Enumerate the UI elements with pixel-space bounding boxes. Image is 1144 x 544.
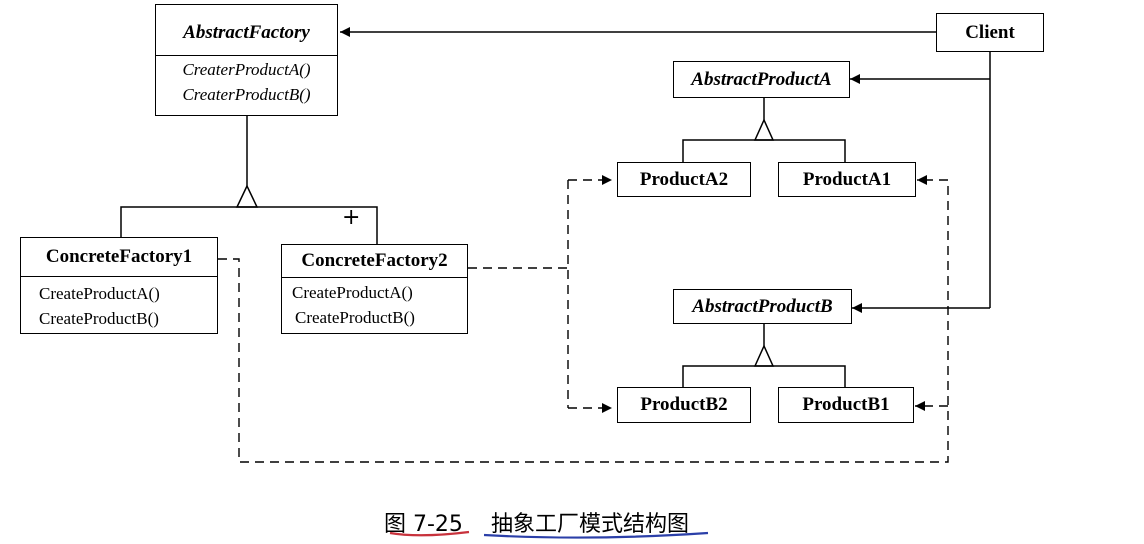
factory-inheritance [120, 116, 378, 244]
product-a2-class: ProductA2 [617, 162, 751, 197]
concrete-factory-2-name: ConcreteFactory2 [301, 250, 448, 271]
concrete-factory-1-method-b: CreateProductB() [39, 309, 159, 328]
figure-caption: 图 7-25 抽象工厂模式结构图 [384, 506, 689, 538]
abstract-factory-name: AbstractFactory [183, 22, 310, 43]
abstract-product-a-name: AbstractProductA [691, 69, 832, 90]
caption-number-highlight [389, 530, 470, 537]
client-class: Client [936, 13, 1044, 52]
figure-title: 抽象工厂模式结构图 [490, 512, 689, 537]
concrete-factory-1-class: ConcreteFactory1 CreateProductA() Create… [20, 237, 218, 334]
abstract-factory-methods: CreaterProductA() CreaterProductB() [156, 55, 337, 107]
product-a1-name: ProductA1 [802, 169, 892, 190]
product-a2-name: ProductA2 [639, 169, 729, 190]
abstract-product-b-class: AbstractProductB [673, 289, 852, 324]
concrete-factory-1-method-a: CreateProductA() [39, 284, 160, 303]
abstract-factory-method-a: CreaterProductA() [182, 60, 311, 79]
concrete-factory-2-method-a: CreateProductA() [292, 283, 413, 302]
product-a-inheritance [682, 98, 846, 162]
concrete-factory-2-class: ConcreteFactory2 CreateProductA() Create… [281, 244, 468, 334]
product-b1-name: ProductB1 [802, 394, 890, 415]
product-b2-class: ProductB2 [617, 387, 751, 423]
abstract-product-b-name: AbstractProductB [692, 296, 833, 317]
product-b2-name: ProductB2 [640, 394, 728, 415]
product-a1-class: ProductA1 [778, 162, 916, 197]
factory1-dependencies [218, 175, 949, 463]
plus-mark: + [342, 205, 361, 230]
abstract-product-a-class: AbstractProductA [673, 61, 850, 98]
concrete-factory-1-methods: CreateProductA() CreateProductB() [21, 276, 217, 331]
product-b1-class: ProductB1 [778, 387, 914, 423]
abstract-factory-method-b: CreaterProductB() [182, 85, 311, 104]
concrete-factory-2-methods: CreateProductA() CreateProductB() [282, 277, 467, 330]
figure-number: 图 7-25 [384, 512, 463, 537]
concrete-factory-1-name: ConcreteFactory1 [45, 246, 193, 267]
client-name: Client [965, 22, 1015, 43]
concrete-factory-2-method-b: CreateProductB() [295, 308, 415, 327]
factory2-dependencies [468, 175, 612, 413]
caption-title-highlight [483, 531, 709, 539]
abstract-factory-class: AbstractFactory CreaterProductA() Create… [155, 4, 338, 116]
product-b-inheritance [682, 324, 846, 387]
